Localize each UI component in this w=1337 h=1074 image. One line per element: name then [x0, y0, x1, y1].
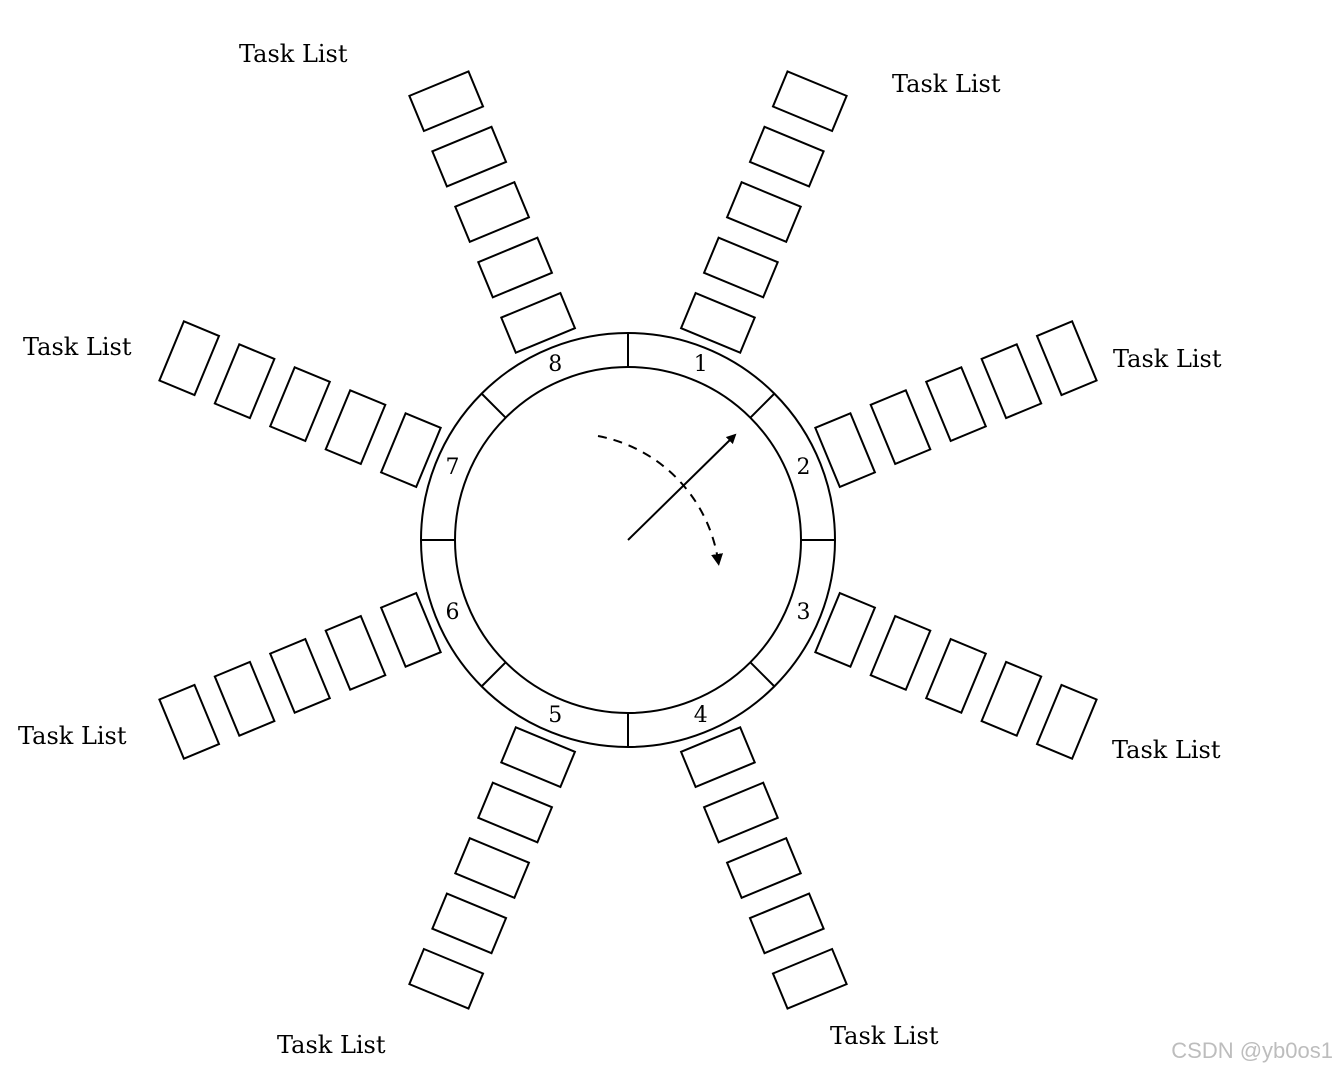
task-node	[702, 781, 780, 844]
task-node	[476, 236, 554, 299]
task-node	[476, 781, 554, 844]
pointer-arrow	[627, 433, 737, 541]
task-node	[813, 411, 877, 489]
task-list-label: Task List	[23, 333, 132, 361]
task-node	[499, 725, 577, 789]
slot-number: 4	[694, 703, 708, 728]
slot-number: 8	[548, 352, 562, 377]
task-node	[924, 365, 988, 443]
slot-number: 5	[548, 703, 562, 728]
task-lists	[158, 70, 1098, 1010]
slot-dividers	[421, 333, 835, 747]
task-list-label: Task List	[830, 1022, 939, 1050]
rotation-direction-arrow	[597, 435, 723, 566]
task-list-label: Task List	[277, 1031, 386, 1059]
task-node	[924, 637, 988, 715]
task-node	[1035, 683, 1098, 760]
task-list-slot-8	[408, 70, 577, 355]
task-node	[725, 180, 803, 244]
task-node	[813, 591, 877, 669]
task-node	[431, 125, 508, 188]
task-node	[453, 836, 531, 900]
task-list-slot-3	[813, 591, 1098, 760]
task-node	[453, 180, 531, 244]
slot-number: 7	[445, 455, 459, 480]
task-node	[1035, 320, 1098, 397]
task-node	[771, 947, 848, 1010]
task-node	[679, 725, 757, 789]
task-list-slot-2	[813, 320, 1098, 489]
task-node	[324, 388, 387, 466]
slot-divider	[749, 392, 776, 419]
task-list-label: Task List	[1113, 345, 1222, 373]
task-node	[213, 343, 276, 420]
task-list-label: Task List	[1112, 736, 1221, 764]
task-node	[725, 836, 803, 900]
task-node	[431, 892, 508, 955]
task-node	[748, 125, 825, 188]
task-list-slot-5	[408, 725, 577, 1010]
watermark: CSDN @yb0os1	[1171, 1038, 1333, 1063]
task-node	[158, 320, 221, 397]
task-node	[158, 683, 221, 760]
slot-number: 2	[797, 455, 811, 480]
task-list-slot-6	[158, 591, 443, 760]
task-list-label: Task List	[239, 40, 348, 68]
slot-number: 3	[797, 600, 811, 625]
task-node	[980, 660, 1043, 737]
slot-divider	[749, 661, 776, 688]
task-node	[408, 947, 485, 1010]
wheel: 1 2 3 4 5 6 7 8	[420, 332, 836, 748]
task-node	[980, 343, 1043, 420]
slot-number: 1	[694, 352, 708, 377]
slot-divider	[480, 392, 507, 419]
task-list-label: Task List	[892, 70, 1001, 98]
task-node	[268, 637, 332, 715]
task-node	[268, 365, 332, 443]
task-node	[408, 70, 485, 133]
task-node	[748, 892, 825, 955]
task-node	[499, 291, 577, 355]
task-list-slot-4	[679, 725, 848, 1010]
slot-labels: 1 2 3 4 5 6 7 8	[445, 352, 810, 728]
slot-divider	[480, 661, 507, 688]
task-list-slot-1	[679, 70, 848, 355]
task-node	[679, 291, 757, 355]
task-node	[771, 70, 848, 133]
task-node	[869, 388, 932, 466]
task-node	[324, 614, 387, 692]
task-node	[213, 660, 276, 737]
task-list-slot-7	[158, 320, 443, 489]
task-node	[869, 614, 932, 692]
task-node	[702, 236, 780, 299]
clock-hand	[597, 433, 737, 566]
task-node	[379, 411, 443, 489]
task-node	[379, 591, 443, 669]
slot-number: 6	[445, 600, 459, 625]
task-list-label: Task List	[18, 722, 127, 750]
